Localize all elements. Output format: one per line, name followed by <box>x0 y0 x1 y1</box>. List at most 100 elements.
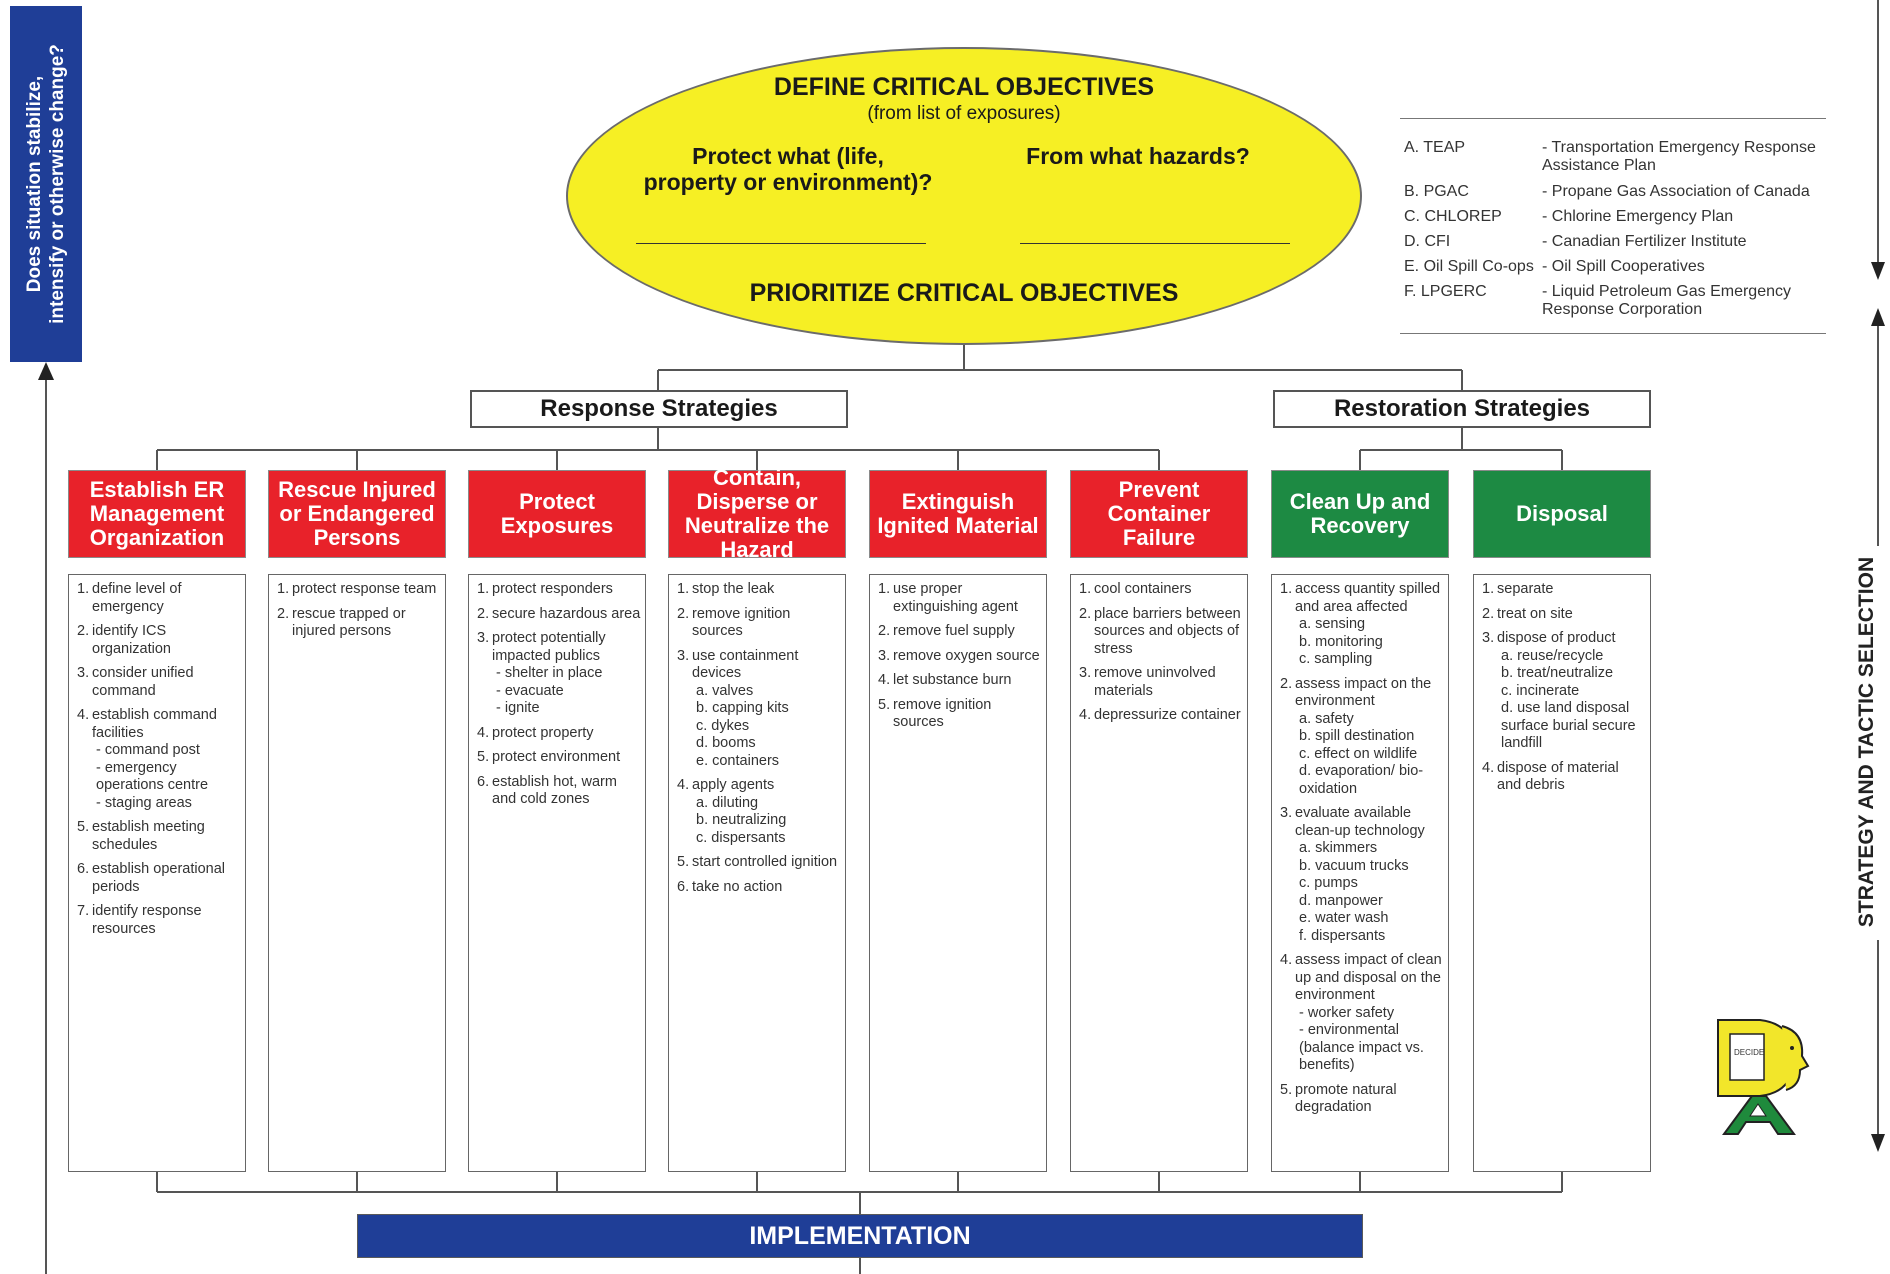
tactic-items: 1.protect responders 2.secure hazardous a… <box>477 581 641 809</box>
tactic-text: assess impact on the environment <box>1295 675 1432 710</box>
implementation-bar: IMPLEMENTATION <box>357 1214 1363 1258</box>
tactic-text: rescue trapped or injured persons <box>292 605 406 640</box>
tactic-text: treat on site <box>1497 605 1573 622</box>
legend-key: D. CFI <box>1404 233 1451 250</box>
tactic-text: depressurize container <box>1094 707 1241 723</box>
tactic-text: take no action <box>692 878 783 895</box>
tactic-text: identify ICS organization <box>92 623 171 657</box>
tactic-sub-item: - evacuate <box>496 682 564 699</box>
tactic-item: 5.protect environment <box>477 749 641 767</box>
tactic-item: 4.protect property <box>477 725 641 743</box>
tactic-item: 2.secure hazardous area <box>477 606 641 624</box>
from-what-hazards-question: From what hazards? <box>1026 143 1250 169</box>
response-strategies-header: Response Strategies <box>470 390 848 428</box>
tactic-text: protect property <box>492 724 594 741</box>
tactic-text: consider unified command <box>92 665 194 699</box>
tactic-number: 4. <box>677 777 690 793</box>
tactic-number: 6. <box>77 861 90 877</box>
legend-key: A. TEAP <box>1404 139 1466 156</box>
tactic-item: 5.establish meeting schedules <box>77 819 241 854</box>
tactic-item: 1.cool containers <box>1079 581 1243 599</box>
tactic-number: 5. <box>477 749 490 765</box>
category-contain-hazard: Contain, Disperse or Neutralize the Haza… <box>668 466 846 562</box>
tactic-text: let substance burn <box>893 672 1012 688</box>
tactic-sub-item: d. evaporation/ bio-oxidation <box>1299 763 1424 797</box>
tactic-item: 6.establish operational periods <box>77 861 241 896</box>
tactic-number: 3. <box>677 647 690 664</box>
category-disposal: Disposal <box>1473 470 1651 558</box>
tactic-sub-item: c. effect on wildlife <box>1299 745 1418 762</box>
tactic-item: 2.remove ignition sources <box>677 606 841 641</box>
tactic-item: 3.protect potentially impacted publics- … <box>477 630 641 718</box>
tactic-item: 2.remove fuel supply <box>878 623 1042 641</box>
tactic-number: 3. <box>1280 805 1293 821</box>
tactic-item: 1.separate <box>1482 581 1646 599</box>
tactic-text: protect potentially impacted publics <box>492 630 606 664</box>
tactic-number: 5. <box>878 696 891 713</box>
tactic-number: 5. <box>677 854 690 870</box>
tactic-item: 1.use proper extinguishing agent <box>878 581 1042 616</box>
tactic-text: remove fuel supply <box>893 623 1015 639</box>
tactic-item: 4.depressurize container <box>1079 707 1243 725</box>
tactic-number: 1. <box>878 581 891 597</box>
tactic-item: 3.consider unified command <box>77 665 241 700</box>
tactic-sub-item: a. valves <box>696 682 754 699</box>
protect-what-question: Protect what (life, property or environm… <box>628 143 948 195</box>
tactic-item: 1.protect responders <box>477 581 641 599</box>
tactic-number: 2. <box>1079 605 1092 622</box>
tactic-item: 6.establish hot, warm and cold zones <box>477 774 641 809</box>
tactic-sub-item: - ignite <box>496 700 540 716</box>
tactic-text: use proper extinguishing agent <box>893 581 1018 615</box>
tactic-number: 2. <box>677 605 690 622</box>
tactic-item: 3.remove uninvolved materials <box>1079 665 1243 700</box>
tactic-sub-item: c. sampling <box>1299 651 1373 667</box>
tactic-number: 4. <box>1079 707 1092 723</box>
tactic-sub-item: b. treat/neutralize <box>1501 665 1614 681</box>
tactics-list-protect-exposures: 1.protect responders 2.secure hazardous a… <box>468 574 646 1172</box>
objectives-subtitle: (from list of exposures) <box>867 103 1061 124</box>
tactic-sub-item: c. dykes <box>696 717 750 734</box>
tactic-number: 3. <box>77 665 90 681</box>
prioritize-objectives-label: PRIORITIZE CRITICAL OBJECTIVES <box>749 279 1179 307</box>
answer-line-left <box>636 243 926 244</box>
tactic-number: 1. <box>277 581 290 597</box>
tactic-items: 1.access quantity spilled and area affec… <box>1280 581 1444 1117</box>
legend-value: - Oil Spill Cooperatives <box>1542 258 1705 275</box>
legend-value: - Propane Gas Association of Canada <box>1542 183 1810 200</box>
decide-logo-word: DECIDE <box>1734 1048 1765 1057</box>
tactic-text: protect response team <box>292 581 437 597</box>
tactic-sub-item: b. vacuum trucks <box>1299 857 1409 874</box>
tactic-sub-item: c. dispersants <box>696 829 786 846</box>
tactic-sub-item: c. pumps <box>1299 875 1358 891</box>
tactic-item: 7.identify response resources <box>77 903 241 938</box>
acronym-legend: A. TEAP - Transportation Emergency Respo… <box>1400 118 1826 334</box>
tactic-item: 3.remove oxygen source <box>878 648 1042 666</box>
category-rescue-persons: Rescue Injured or Endangered Persons <box>268 470 446 558</box>
legend-value: - Canadian Fertilizer Institute <box>1542 233 1747 250</box>
tactic-sub-item: b. monitoring <box>1299 633 1383 650</box>
tactic-sub-item: - shelter in place <box>496 665 603 681</box>
tactic-sub-item: f. dispersants <box>1299 927 1386 944</box>
tactic-item: 2.identify ICS organization <box>77 623 241 658</box>
tactic-number: 4. <box>477 724 490 741</box>
tactic-number: 5. <box>1280 1081 1293 1098</box>
tactic-text: use containment devices <box>692 647 799 682</box>
tactics-list-prevent-container-failure: 1.cool containers 2.place barriers betwee… <box>1070 574 1248 1172</box>
tactic-number: 3. <box>1079 665 1092 681</box>
tactic-sub-item: - environmental (balance impact vs. bene… <box>1299 1022 1424 1073</box>
tactic-text: dispose of product <box>1497 630 1616 646</box>
tactic-item: 2.place barriers between sources and obj… <box>1079 606 1243 659</box>
tactic-number: 1. <box>477 581 490 597</box>
tactic-sub-item: d. use land disposal surface burial secu… <box>1501 700 1636 751</box>
tactic-number: 2. <box>277 605 290 622</box>
tactic-number: 2. <box>878 623 891 639</box>
tactic-item: 5.start controlled ignition <box>677 854 841 872</box>
tactic-number: 2. <box>77 623 90 639</box>
